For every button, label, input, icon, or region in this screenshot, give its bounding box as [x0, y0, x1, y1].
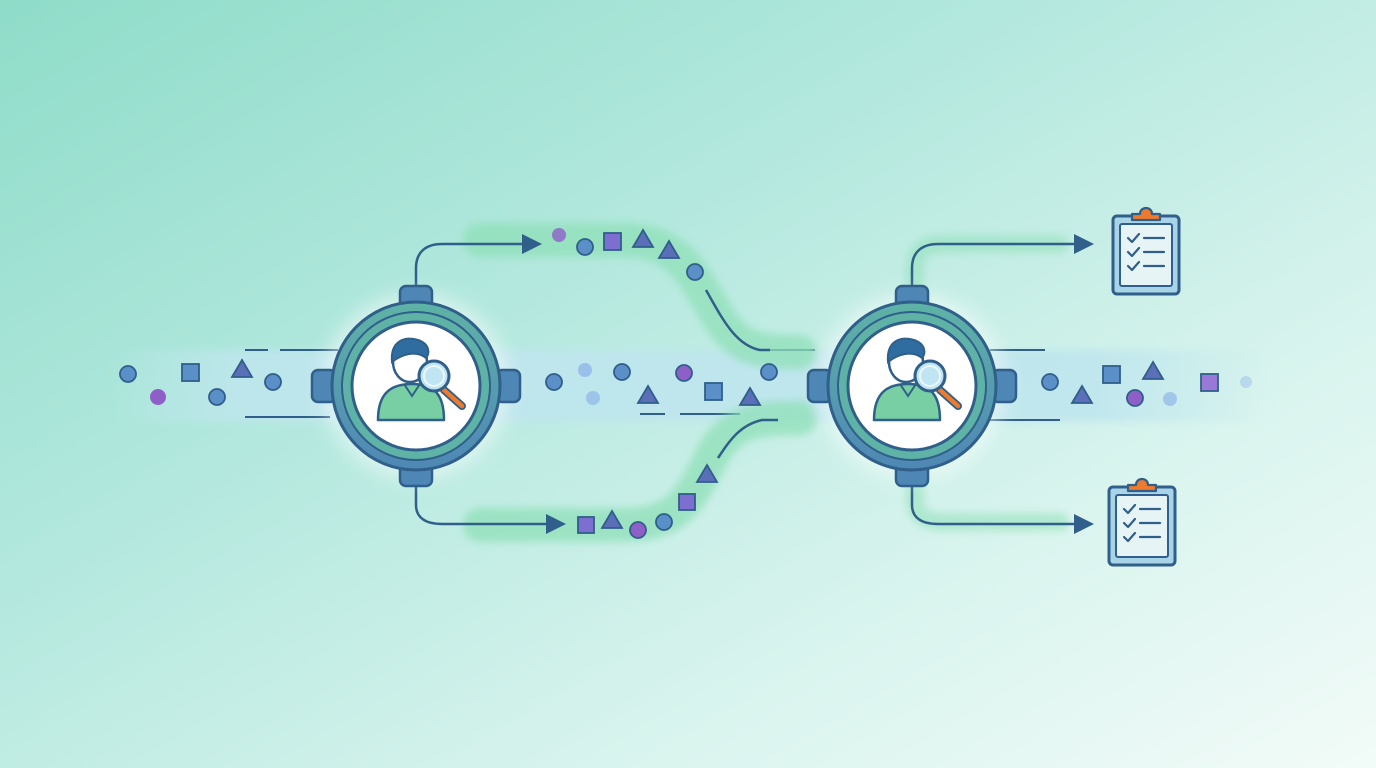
review-node-2 [806, 284, 1018, 488]
token-square [1200, 373, 1219, 392]
main-flow-band [110, 350, 1270, 422]
lower-merge-line [716, 418, 778, 459]
right-upper-arrow-icon [1074, 234, 1094, 254]
upper-branch-band [463, 223, 817, 369]
token-triangle [636, 384, 660, 404]
lower-branch-band [463, 401, 817, 542]
checklist-output-top [1111, 206, 1181, 296]
upper-branch-arrow-icon [522, 234, 542, 254]
token-circle [552, 228, 566, 242]
token-square [704, 382, 723, 401]
checklist-clipboard-icon [1111, 206, 1181, 296]
token-circle [1240, 376, 1252, 388]
token-circle [150, 389, 166, 405]
token-circle [576, 238, 594, 256]
token-triangle [230, 358, 254, 378]
token-circle [545, 373, 563, 391]
right-upper-connector [910, 242, 1076, 296]
upper-branch-connector [414, 242, 528, 296]
reviewer-magnifier-icon [376, 337, 466, 422]
checklist-clipboard-icon [1107, 477, 1177, 567]
token-square [1102, 365, 1121, 384]
token-triangle [631, 228, 655, 248]
upper-merge-line [704, 289, 770, 352]
checklist-output-bottom [1107, 477, 1177, 567]
token-circle [208, 388, 226, 406]
lower-branch-arrow-icon [546, 514, 566, 534]
token-triangle [600, 509, 624, 529]
token-circle [655, 513, 673, 531]
token-circle [578, 363, 592, 377]
token-circle [613, 363, 631, 381]
token-circle [686, 263, 704, 281]
token-triangle [695, 463, 719, 483]
token-triangle [1070, 384, 1094, 404]
right-upper-band [906, 235, 1069, 309]
token-circle [1163, 392, 1177, 406]
token-square [577, 516, 595, 534]
token-circle [629, 521, 647, 539]
token-circle [119, 365, 137, 383]
token-square [678, 493, 696, 511]
review-node-1 [310, 284, 522, 488]
token-triangle [1141, 360, 1165, 380]
right-lower-connector [910, 476, 1076, 526]
token-circle [264, 373, 282, 391]
right-lower-band [906, 461, 1069, 531]
token-circle [1041, 373, 1059, 391]
token-triangle [738, 386, 762, 406]
token-circle [586, 391, 600, 405]
token-square [181, 363, 200, 382]
reviewer-magnifier-icon [872, 337, 962, 422]
main-flow-guides [245, 349, 1060, 421]
token-triangle [657, 239, 681, 259]
lower-branch-connector [414, 476, 552, 526]
token-circle [675, 364, 693, 382]
token-square [603, 232, 622, 251]
token-circle [1126, 389, 1144, 407]
right-lower-arrow-icon [1074, 514, 1094, 534]
token-circle [760, 363, 778, 381]
